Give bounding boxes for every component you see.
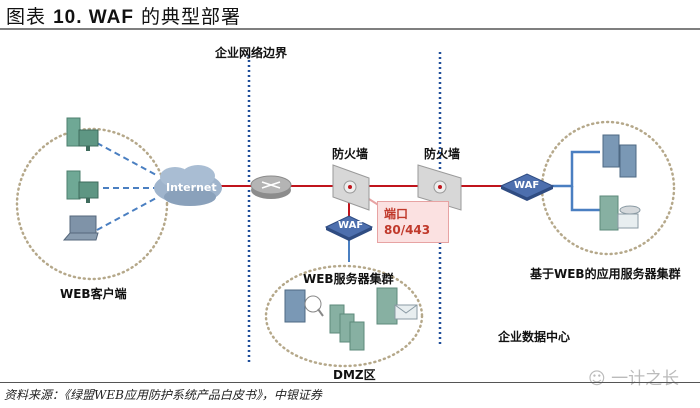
client-link-1	[96, 142, 159, 177]
title-number: 10. WAF	[53, 7, 134, 28]
internet-label: Internet	[166, 181, 217, 194]
dc-blue-links-2	[570, 186, 600, 212]
title-suffix: 的典型部署	[141, 6, 242, 28]
desktop-pc-icon-2	[66, 170, 99, 203]
port-title: 端口	[384, 207, 409, 221]
internet-cloud-icon	[154, 165, 222, 206]
laptop-icon	[62, 215, 99, 241]
firewall-icon-1	[332, 164, 370, 211]
source-note: 资料来源：《绿盟WEB应用防护系统产品白皮书》，中银证券	[4, 388, 322, 402]
wechat-icon: ☺	[588, 369, 606, 389]
watermark-text: 一计之长	[611, 369, 680, 389]
watermark: ☺ 一计之长	[588, 364, 679, 389]
client-link-3	[96, 196, 159, 231]
web-server-cluster-label: WEB服务器集群	[303, 272, 394, 286]
waf-datacenter-label: WAF	[514, 180, 540, 191]
waf-device-icon-datacenter	[499, 173, 555, 201]
web-server-icon	[284, 289, 324, 323]
title-prefix: 图表	[6, 6, 47, 28]
firewall-icon-2	[417, 164, 462, 211]
enterprise-boundary-label: 企业网络边界	[215, 46, 288, 60]
dc-blue-links	[552, 150, 600, 188]
waf-device-icon-dmz	[324, 215, 374, 241]
router-icon	[250, 175, 292, 199]
waf-dmz-label: WAF	[338, 220, 364, 231]
enterprise-datacenter-label: 企业数据中心	[498, 330, 571, 344]
clients-circle	[15, 127, 169, 281]
desktop-pc-icon-1	[66, 117, 99, 151]
dmz-label: DMZ区	[333, 368, 376, 382]
firewall-1-label: 防火墙	[332, 147, 369, 161]
web-clients-label: WEB客户端	[60, 287, 127, 301]
dmz-circle	[264, 264, 424, 368]
figure-title: 图表 10. WAF 的典型部署	[6, 2, 241, 29]
port-value: 80/443	[384, 223, 431, 237]
source-divider	[0, 382, 700, 383]
app-server-cluster-label: 基于WEB的应用服务器集群	[530, 267, 681, 281]
mail-server-icon	[376, 287, 418, 325]
port-callout: 端口 80/443	[377, 201, 449, 243]
server-stack-icon	[329, 304, 365, 351]
database-server-icon	[599, 195, 641, 231]
title-divider	[0, 28, 700, 30]
firewall-2-label: 防火墙	[424, 147, 461, 161]
app-server-icon-1	[602, 134, 637, 178]
